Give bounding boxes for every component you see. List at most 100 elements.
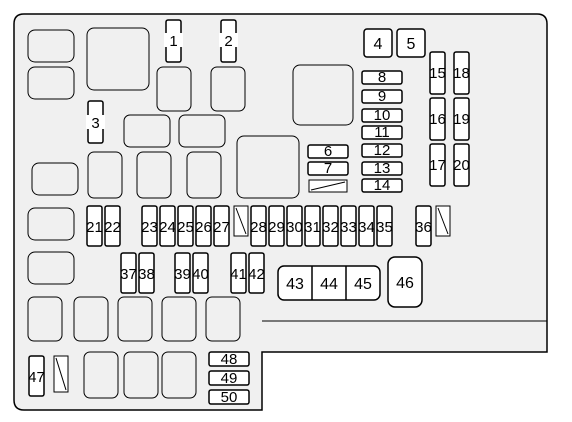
relay-block xyxy=(27,29,75,63)
fuse-44-label: 44 xyxy=(320,276,338,293)
fuse-30: 30 xyxy=(286,205,303,247)
fuse-7: 7 xyxy=(307,160,349,177)
fuse-16: 16 xyxy=(429,97,446,141)
fuse-block-43-45: 43 44 45 xyxy=(277,265,381,301)
fuse-32: 32 xyxy=(322,205,339,247)
fuse-15: 15 xyxy=(429,51,446,95)
fuse-9-label: 9 xyxy=(378,88,386,105)
fuse-29: 29 xyxy=(268,205,285,247)
fuse-34-label: 34 xyxy=(358,219,375,236)
fuse-23: 23 xyxy=(141,205,158,247)
fuse-47: 47 xyxy=(28,355,45,397)
fuse-17: 17 xyxy=(429,143,446,187)
fuse-33-label: 33 xyxy=(340,219,357,236)
fuse-29-label: 29 xyxy=(268,219,285,236)
fuse-21-label: 21 xyxy=(86,219,103,236)
fuse-12: 12 xyxy=(361,142,403,159)
fuse-26-label: 26 xyxy=(195,219,212,236)
fuse-11-label: 11 xyxy=(374,124,390,141)
diode-slots xyxy=(53,179,451,393)
fuse-6-label: 6 xyxy=(324,143,332,160)
fuse-20: 20 xyxy=(453,143,470,187)
fuse-24: 24 xyxy=(159,205,176,247)
fuse-23-label: 23 xyxy=(141,219,158,236)
relay-block xyxy=(123,351,159,399)
fuse-49-label: 49 xyxy=(221,370,238,387)
fuse-39: 39 xyxy=(174,252,191,294)
relay-block xyxy=(86,27,150,91)
fuse-48-label: 48 xyxy=(221,351,238,368)
relay-block xyxy=(161,296,197,342)
relay-block xyxy=(236,135,300,199)
fuse-41: 41 xyxy=(230,252,247,294)
fuse-39-label: 39 xyxy=(174,266,191,283)
fuse-14: 14 xyxy=(361,177,403,194)
fuse-12-label: 12 xyxy=(374,142,391,159)
relay-block xyxy=(136,151,172,199)
fuse-26: 26 xyxy=(195,205,212,247)
fuse-41-label: 41 xyxy=(230,266,247,283)
fuse-38-label: 38 xyxy=(138,266,155,283)
fuse-14-label: 14 xyxy=(374,177,391,194)
fuse-49: 49 xyxy=(208,370,250,387)
fuse-5-label: 5 xyxy=(407,36,416,53)
fuse-4-label: 4 xyxy=(374,36,383,53)
fuse-30-label: 30 xyxy=(286,219,303,236)
relay-block xyxy=(27,296,63,342)
relay-blocks xyxy=(27,27,354,399)
fuse-31: 31 xyxy=(304,205,321,247)
fuse-36-label: 36 xyxy=(415,219,432,236)
fuse-46-label: 46 xyxy=(396,275,414,292)
fuse-3: 3 xyxy=(86,100,105,144)
fuse-22: 22 xyxy=(104,205,121,247)
relay-block xyxy=(27,66,75,100)
fuse-18: 18 xyxy=(453,51,470,95)
fuse-48: 48 xyxy=(208,351,250,368)
fuse-3-label: 3 xyxy=(91,115,99,132)
fuse-32-label: 32 xyxy=(322,219,339,236)
fuse-43-label: 43 xyxy=(286,276,304,293)
fuse-37-label: 37 xyxy=(120,266,137,283)
relay-block xyxy=(87,151,123,199)
relay-block xyxy=(27,251,75,285)
fuse-28-label: 28 xyxy=(250,219,267,236)
fuse-47-label: 47 xyxy=(28,369,45,386)
fuse-34: 34 xyxy=(358,205,375,247)
fuse-8: 8 xyxy=(361,69,403,86)
fuse-33: 33 xyxy=(340,205,357,247)
horizontal-fuses: 8 9 10 11 12 13 14 6 7 48 49 50 xyxy=(208,69,403,406)
relay-block xyxy=(186,151,222,199)
fuse-8-label: 8 xyxy=(378,69,386,86)
fuse-11: 11 xyxy=(361,124,403,141)
relay-block xyxy=(31,162,79,196)
diode-slot xyxy=(435,205,451,237)
fuse-6: 6 xyxy=(307,143,349,160)
relay-block xyxy=(161,351,197,399)
fuse-25-label: 25 xyxy=(177,219,194,236)
relay-block xyxy=(27,207,75,241)
fuse-1: 1 xyxy=(164,19,183,63)
relay-block xyxy=(83,351,119,399)
fuse-38: 38 xyxy=(138,252,155,294)
fuse-5: 5 xyxy=(396,28,426,58)
fuse-35-label: 35 xyxy=(376,219,393,236)
fuse-9: 9 xyxy=(361,88,403,105)
fuse-15-label: 15 xyxy=(429,65,446,82)
fuse-50-label: 50 xyxy=(221,389,238,406)
relay-block xyxy=(123,114,171,148)
fuse-10: 10 xyxy=(361,107,403,124)
fuse-21: 21 xyxy=(86,205,103,247)
fuse-27: 27 xyxy=(213,205,230,247)
fuse-13: 13 xyxy=(361,160,403,177)
fuse-7-label: 7 xyxy=(324,160,332,177)
fuse-50: 50 xyxy=(208,389,250,406)
fuse-13-label: 13 xyxy=(374,160,391,177)
fuse-40: 40 xyxy=(192,252,209,294)
fuse-24-label: 24 xyxy=(159,219,176,236)
large-fuses: 4 5 43 44 45 46 xyxy=(277,28,426,308)
fuse-28: 28 xyxy=(250,205,267,247)
fuse-10-label: 10 xyxy=(374,107,391,124)
fuse-4: 4 xyxy=(363,28,393,58)
fuse-42-label: 42 xyxy=(248,266,265,283)
